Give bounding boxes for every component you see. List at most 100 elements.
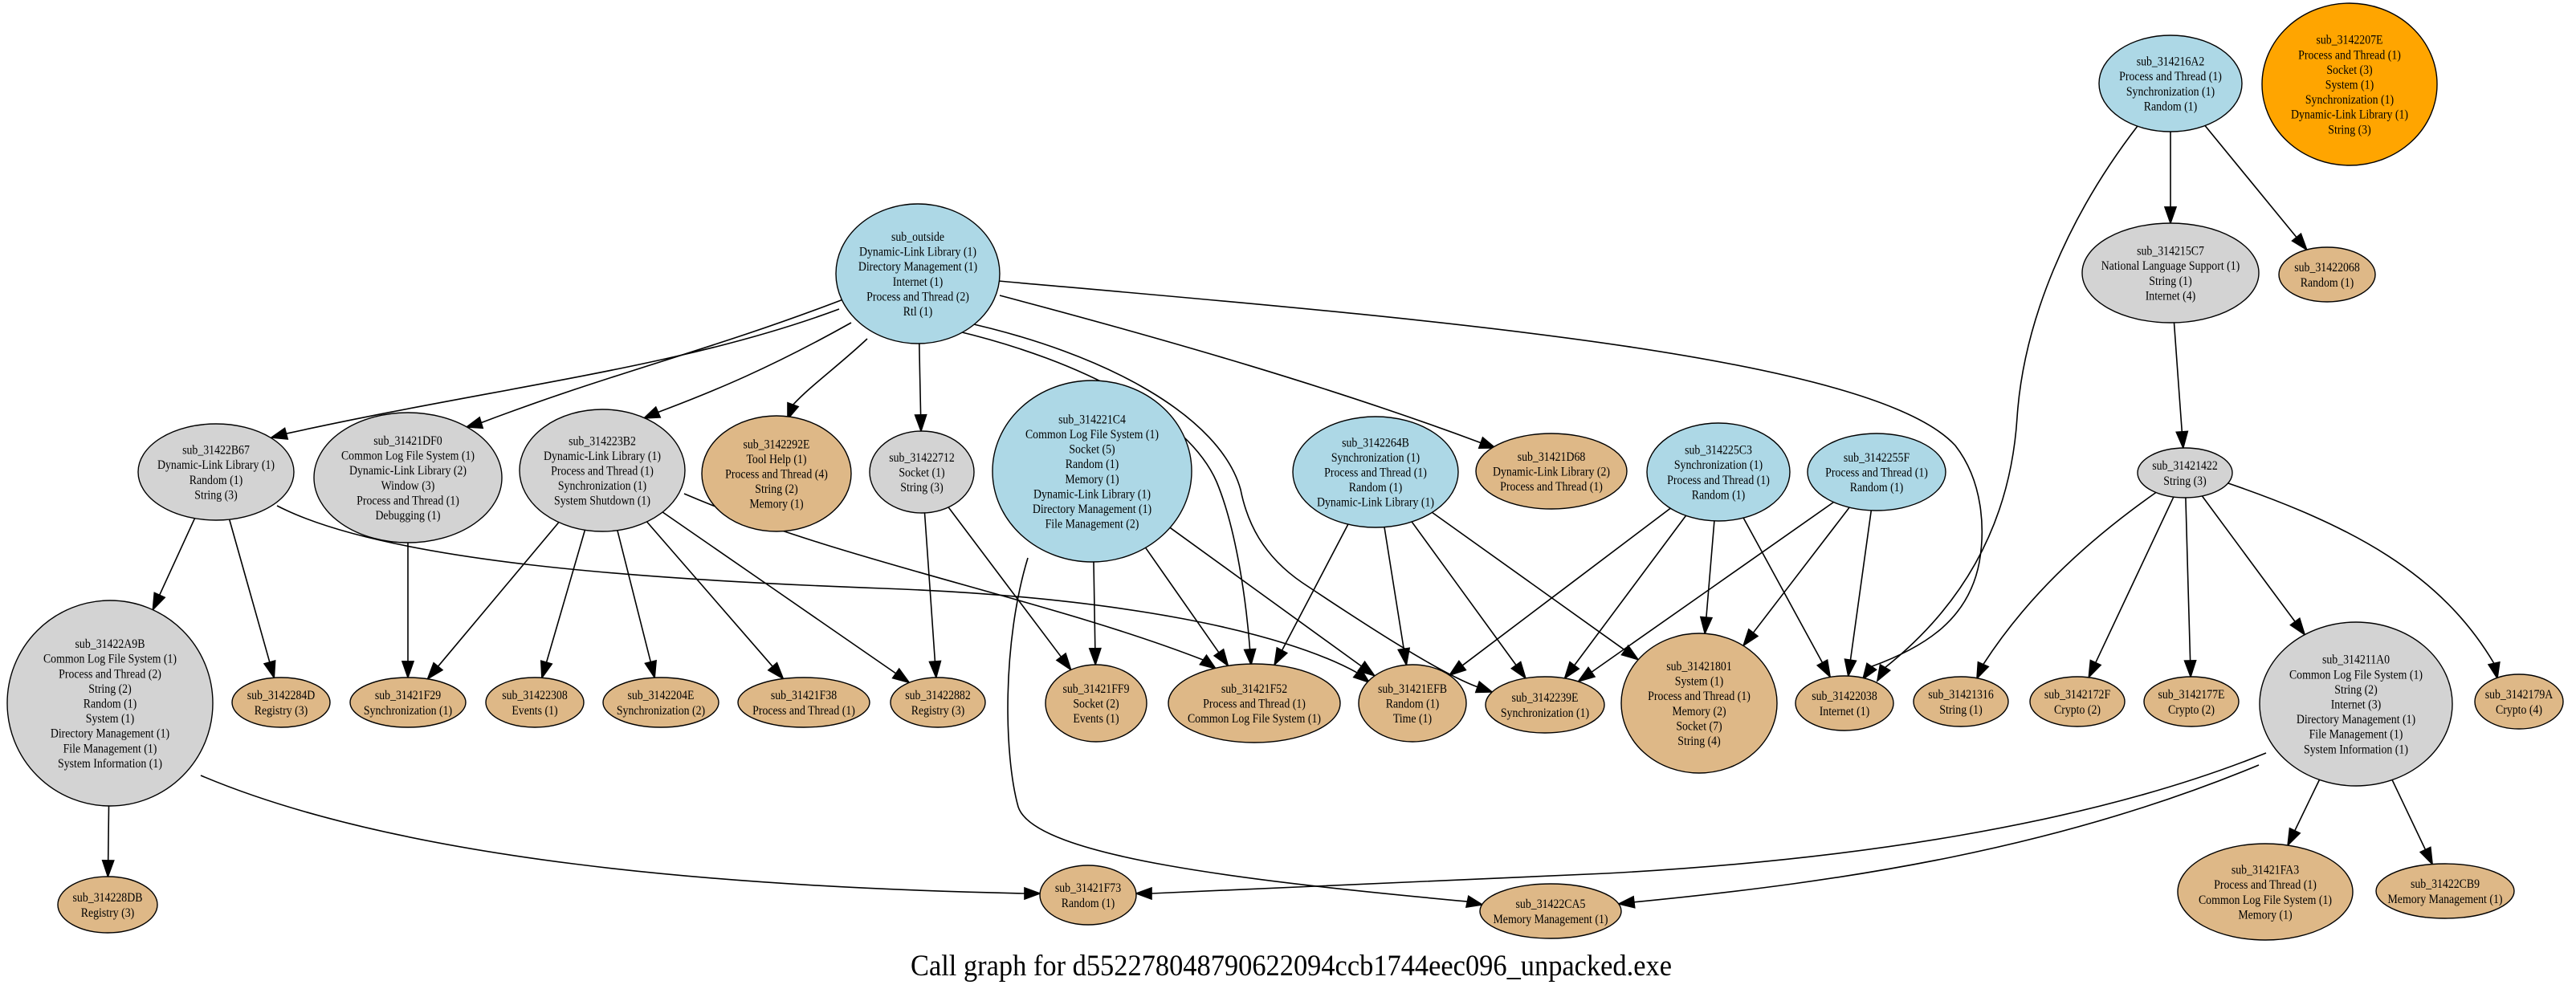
svg-text:sub_314223B2: sub_314223B2 — [569, 434, 636, 448]
svg-text:sub_31421F38: sub_31421F38 — [771, 689, 837, 702]
svg-text:Common Log File System (1): Common Log File System (1) — [1025, 428, 1159, 442]
svg-text:Process and Thread (1): Process and Thread (1) — [1648, 690, 1751, 703]
svg-text:Random (1): Random (1) — [1066, 458, 1119, 471]
svg-text:Random (1): Random (1) — [1692, 488, 1746, 502]
svg-text:Socket (2): Socket (2) — [1073, 698, 1119, 711]
svg-text:sub_31421FF9: sub_31421FF9 — [1062, 682, 1129, 696]
svg-text:Rtl (1): Rtl (1) — [903, 305, 933, 319]
svg-text:Directory Management (1): Directory Management (1) — [2297, 713, 2415, 726]
svg-text:Process and Thread (1): Process and Thread (1) — [1825, 466, 1928, 480]
svg-text:sub_3142204E: sub_3142204E — [628, 689, 695, 702]
svg-text:sub_3142179A: sub_3142179A — [2485, 688, 2554, 702]
svg-text:sub_31421F52: sub_31421F52 — [1221, 682, 1287, 696]
svg-text:String (4): String (4) — [1677, 735, 1720, 748]
svg-text:Tool Help (1): Tool Help (1) — [746, 453, 806, 466]
svg-text:Memory Management (1): Memory Management (1) — [2388, 893, 2503, 906]
svg-text:Registry (3): Registry (3) — [911, 704, 965, 718]
svg-text:String (2): String (2) — [88, 682, 131, 696]
svg-text:Common Log File System (1): Common Log File System (1) — [2289, 668, 2423, 682]
svg-text:sub_31421F73: sub_31421F73 — [1055, 881, 1121, 895]
svg-text:Synchronization (2): Synchronization (2) — [617, 704, 705, 718]
svg-text:Socket (5): Socket (5) — [1069, 443, 1115, 457]
svg-text:String (3): String (3) — [2328, 123, 2370, 136]
svg-text:Process and Thread (1): Process and Thread (1) — [1203, 698, 1306, 711]
svg-text:Memory (1): Memory (1) — [2238, 908, 2292, 922]
svg-text:Process and Thread (2): Process and Thread (2) — [59, 667, 161, 681]
svg-text:Dynamic-Link Library (2): Dynamic-Link Library (2) — [1493, 466, 1610, 479]
svg-text:sub_31422882: sub_31422882 — [905, 689, 971, 702]
svg-text:sub_3142284D: sub_3142284D — [247, 689, 316, 702]
svg-text:Memory (1): Memory (1) — [1065, 473, 1119, 486]
svg-text:Directory Management (1): Directory Management (1) — [858, 260, 977, 274]
svg-text:Socket (3): Socket (3) — [2326, 63, 2372, 77]
svg-text:Registry (3): Registry (3) — [255, 704, 308, 718]
svg-text:sub_31421F29: sub_31421F29 — [375, 689, 441, 702]
svg-text:Call graph for d55227804879062: Call graph for d552278048790622094ccb174… — [911, 950, 1672, 983]
svg-text:Process and Thread (1): Process and Thread (1) — [2298, 48, 2401, 62]
svg-text:Process and Thread (1): Process and Thread (1) — [357, 494, 459, 507]
svg-text:Debugging (1): Debugging (1) — [375, 509, 440, 523]
svg-text:System Information (1): System Information (1) — [2304, 743, 2408, 756]
svg-text:sub_314225C3: sub_314225C3 — [1685, 444, 1752, 458]
svg-text:Crypto (2): Crypto (2) — [2054, 703, 2101, 717]
svg-text:Random (1): Random (1) — [1850, 481, 1904, 494]
svg-text:Synchronization (1): Synchronization (1) — [1331, 451, 1420, 465]
svg-text:sub_31422712: sub_31422712 — [889, 451, 955, 465]
svg-text:sub_3142207E: sub_3142207E — [2317, 34, 2383, 47]
svg-text:sub_3142255F: sub_3142255F — [1844, 451, 1910, 465]
svg-text:sub_314215C7: sub_314215C7 — [2137, 245, 2204, 258]
svg-text:Common Log File System (1): Common Log File System (1) — [43, 653, 177, 666]
svg-text:sub_31421D68: sub_31421D68 — [1518, 450, 1586, 464]
svg-text:System (1): System (1) — [86, 712, 134, 726]
svg-text:Random (1): Random (1) — [1062, 897, 1115, 910]
svg-text:System (1): System (1) — [2325, 79, 2374, 92]
svg-text:Dynamic-Link Library (1): Dynamic-Link Library (1) — [157, 458, 275, 472]
svg-text:sub_31422038: sub_31422038 — [1812, 690, 1877, 703]
svg-text:String (3): String (3) — [194, 488, 237, 502]
svg-text:Memory (2): Memory (2) — [1672, 705, 1726, 718]
svg-text:Common Log File System (1): Common Log File System (1) — [2199, 893, 2332, 907]
svg-text:sub_3142177E: sub_3142177E — [2158, 688, 2225, 702]
svg-text:Common Log File System (1): Common Log File System (1) — [1188, 712, 1321, 726]
svg-text:National Language Support (1): National Language Support (1) — [2101, 259, 2240, 273]
svg-text:System (1): System (1) — [1675, 675, 1723, 689]
svg-text:Dynamic-Link Library (2): Dynamic-Link Library (2) — [349, 464, 467, 478]
svg-text:Random (1): Random (1) — [2144, 100, 2198, 113]
svg-text:sub_3142172F: sub_3142172F — [2044, 688, 2110, 702]
svg-text:Events (1): Events (1) — [512, 704, 557, 718]
svg-text:sub_314221C4: sub_314221C4 — [1058, 413, 1126, 426]
svg-text:Directory Management (1): Directory Management (1) — [51, 727, 169, 741]
svg-text:Crypto (4): Crypto (4) — [2496, 703, 2542, 717]
svg-text:sub_31421422: sub_31421422 — [2152, 459, 2218, 473]
svg-text:Internet (1): Internet (1) — [893, 275, 944, 289]
svg-text:Dynamic-Link Library (1): Dynamic-Link Library (1) — [2291, 108, 2408, 122]
svg-text:Process and Thread (1): Process and Thread (1) — [1500, 480, 1603, 494]
svg-text:Registry (3): Registry (3) — [81, 906, 135, 920]
svg-text:sub_3142239E: sub_3142239E — [1512, 691, 1579, 705]
svg-text:Process and Thread (1): Process and Thread (1) — [551, 465, 654, 478]
svg-text:sub_31422308: sub_31422308 — [502, 689, 568, 702]
svg-text:sub_314216A2: sub_314216A2 — [2137, 55, 2205, 69]
svg-text:Synchronization (1): Synchronization (1) — [1501, 706, 1589, 720]
svg-text:Internet (4): Internet (4) — [2146, 289, 2196, 303]
svg-text:Synchronization (1): Synchronization (1) — [364, 704, 452, 718]
svg-text:sub_31422CA5: sub_31422CA5 — [1516, 897, 1586, 911]
svg-text:Process and Thread (1): Process and Thread (1) — [2214, 878, 2317, 892]
svg-text:Dynamic-Link Library (1): Dynamic-Link Library (1) — [1033, 487, 1151, 501]
svg-text:String (3): String (3) — [900, 481, 943, 494]
svg-text:Synchronization (1): Synchronization (1) — [1674, 458, 1763, 472]
svg-text:Synchronization (1): Synchronization (1) — [558, 479, 646, 493]
svg-text:Events (1): Events (1) — [1073, 712, 1119, 726]
svg-text:sub_31422A9B: sub_31422A9B — [75, 637, 145, 651]
svg-text:Process and Thread (4): Process and Thread (4) — [725, 468, 828, 482]
svg-text:Random (1): Random (1) — [84, 698, 137, 711]
svg-text:String (2): String (2) — [755, 482, 797, 496]
svg-text:String (1): String (1) — [1939, 703, 1982, 717]
svg-text:Process and Thread (1): Process and Thread (1) — [1324, 466, 1427, 480]
svg-text:Random (1): Random (1) — [1349, 481, 1403, 494]
svg-text:System Shutdown (1): System Shutdown (1) — [554, 494, 650, 508]
svg-text:Memory (1): Memory (1) — [749, 498, 803, 511]
svg-text:Synchronization (1): Synchronization (1) — [2305, 93, 2394, 107]
svg-text:File Management (2): File Management (2) — [1045, 518, 1139, 531]
svg-text:System Information (1): System Information (1) — [58, 757, 162, 771]
